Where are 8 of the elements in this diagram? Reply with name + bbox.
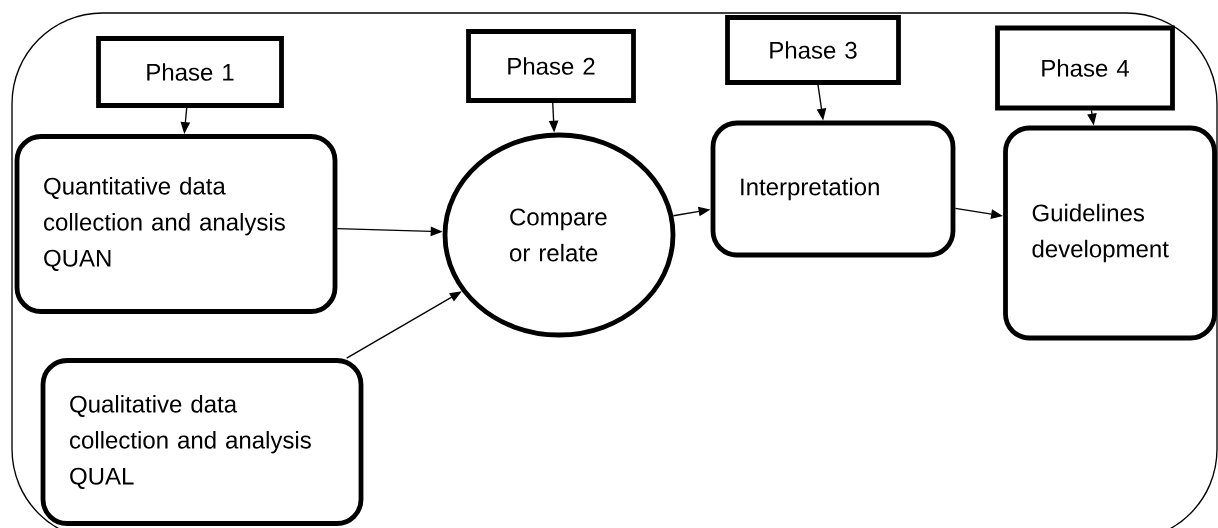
phase-label-box: Phase 2 <box>466 29 636 103</box>
phase-label-box: Phase 1 <box>96 36 284 108</box>
phase-label-box: Phase 3 <box>725 15 901 85</box>
phase-label-box: Phase 4 <box>995 25 1175 111</box>
process-box: Interpretation <box>710 120 956 258</box>
process-box: Qualitative data collection and analysis QUAL <box>40 358 364 526</box>
process-box: Guidelines development <box>1003 125 1217 341</box>
process-box: Quantitative data collection and analysis QUAN <box>14 134 338 314</box>
